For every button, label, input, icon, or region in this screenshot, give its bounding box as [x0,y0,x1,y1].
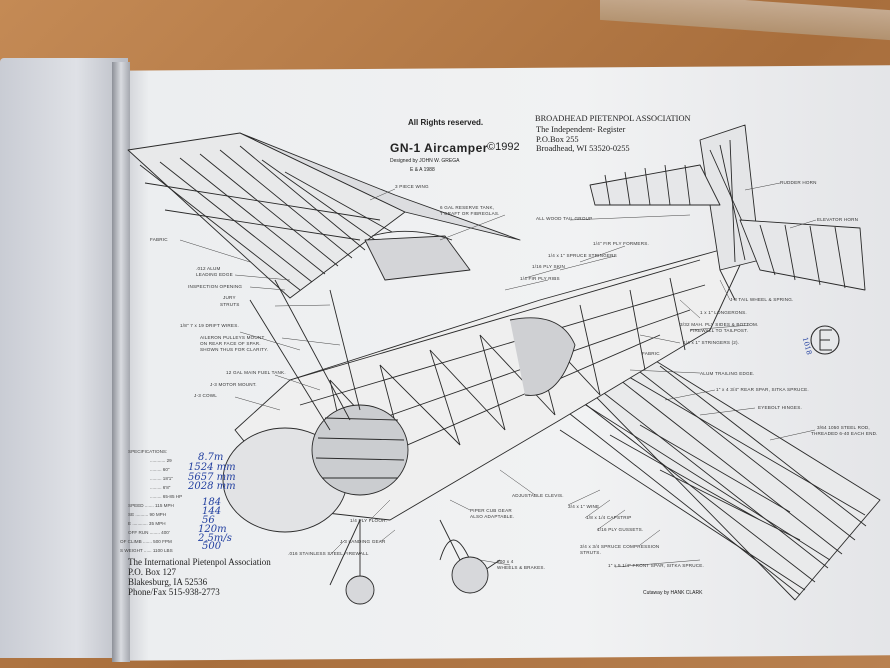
spec-row-label: E ............ 35 MPH [128,521,166,526]
callout-gussets: 1/16 PLY GUSSETS. [597,527,644,532]
callout-wheels: 800 x 4 [497,559,514,564]
callout-fabric: FABRIC [150,237,168,242]
callout-compression: 3/4 x 3/4 SPRUCE COMPRESSION [580,544,660,549]
callout-trailing-edge: ALUM TRAILING EDGE. [700,371,755,376]
footer-line4: Phone/Fax 515-938-2773 [128,587,220,597]
association-line2: The Independent- Register [536,125,626,134]
callout-motor-mount: J-3 MOTOR MOUNT. [210,382,257,387]
drawn-credit: E & A 1988 [410,167,435,173]
callout-firewall-tailpost: FIREWALL TO TAILPOST. [690,328,749,333]
spec-row-hand: 2,5m/s [198,533,232,544]
drawing-title: GN-1 Aircamper [390,141,488,155]
callout-cub-gear2: ALSO ADAPTABLE. [470,514,515,519]
callout-eyebolt: EYEBOLT HINGES. [758,405,802,410]
spec-row-label: ............ 29 [150,458,172,463]
spec-row-label: ......... 18'1" [150,476,173,481]
callout-jury: JURY [223,295,236,300]
wing-center-section [239,132,521,281]
callout-reserve-tank: 6 GAL RESERVE TANK, [440,205,495,210]
callout-reserve-tank2: T'CRAFT OR FIBREGLAS. [440,211,500,216]
association-line4: Broadhead, WI 53520-0255 [536,144,630,153]
callout-inspection: INSPECTION OPENING [188,284,243,289]
callout-firewall: .016 STAINLESS STEEL FIREWALL [288,551,369,556]
spec-row-label: SPEED ....... 115 MPH [128,503,174,508]
spec-row-label: OF CLIMB ....... 500 FPM [120,539,172,544]
callout-formers: 1/4" FIR PLY FORMERS. [593,241,649,246]
spec-row-label: ......... 6'8" [150,485,171,490]
callout-piece-wing: 3 PIECE WING [395,184,429,189]
callout-aileron3: SHOWN THUS FOR CLARITY. [200,347,269,352]
spec-row-hand: 5657 mm [188,472,236,483]
callout-tail-group: ALL WOOD TAIL GROUP [536,216,593,221]
callout-aluminum: .012 ALUM [196,266,221,271]
tail-group [589,124,866,301]
footer-line2: P.O. Box 127 [128,567,177,577]
callout-wire: 3/4 x 1" WINE [568,504,600,509]
specs-title: SPECIFICATIONS: [128,449,168,454]
spec-row-hand: 120m [198,524,227,535]
callout-main-tank: 12 GAL MAIN FUEL TANK. [226,370,286,375]
callout-steel-rod: 3/64 1050 STEEL ROD, [817,425,870,430]
callout-front-spar: 1" x 5 1/4" FRONT SPAR, SITKA SPRUCE. [608,563,705,568]
callout-longerons: 1 x 1" LONGERONS. [700,310,747,315]
footer-name: The International Pietenpol Association [128,557,271,567]
courtesy-credit: Cutaway by HANK CLARK [643,590,703,596]
footer-line3: Blakesburg, IA 52536 [128,577,208,587]
callout-rudder-horn: RUDDER HORN [780,180,817,185]
callout-cub-gear: PIPER CUB GEAR [470,508,512,513]
designer-credit: Designed by JOHN W. GREGA [390,158,460,164]
callout-drift-wires: 1/8" 7 x 19 DRIFT WIRES. [180,323,239,328]
callout-tail-wheel: J-3 TAIL WHEEL & SPRING. [730,297,794,302]
callout-struts: STRUTS [220,302,240,307]
binding-spine [112,62,130,662]
callout-wheels2: WHEELS & BRAKES. [497,565,546,570]
association-line3: P.O.Box 255 [536,135,579,144]
association-name: BROADHEAD PIETENPOL ASSOCIATION [535,114,691,123]
spec-row-label: SE .......... 90 MPH [128,512,167,517]
callout-leaders [179,182,817,568]
spec-row-hand: 56 [202,515,215,526]
spec-row-label: OFF RUN ........ 400' [128,530,170,535]
spec-row-hand: 8.7m [198,452,224,463]
callout-stringers2: 1/4 x 1" STRINGERS (2). [683,340,740,345]
callout-fabric2: FABRIC [642,351,660,356]
callout-capstrip: 1/8 x 1/4 CAPSTRIP [586,515,632,520]
spec-row-label: ......... 60" [150,467,170,472]
spec-row-label: ......... 65-85 HP [150,494,183,499]
callout-clevis: ADJUSTABLE CLEVIS. [512,493,564,498]
callout-ply-ribs: 1/4 FIR PLY RIBS [520,276,560,281]
spec-row-hand: 144 [202,506,222,517]
struts-gear [249,279,501,605]
spec-row-hand: 184 [202,497,222,508]
copyright-mark: ©1992 [487,141,520,153]
callout-compression2: STRUTS. [580,550,602,555]
rights-notice: All Rights reserved. [408,118,484,127]
spec-row-label: S WEIGHT ...... 1100 LBS [120,548,173,553]
spec-row-hand: 500 [202,541,222,552]
callout-rear-spar: 1" x 4 3/4" REAR SPAR, SITKA SPRUCE. [716,387,809,392]
callout-elevator-horn: ELEVATOR HORN [817,217,859,222]
monogram-logo [810,325,840,355]
wing-left-panel [127,132,406,299]
callout-aileron1: AILERON PULLEYS MOUNT [200,335,265,340]
callout-cowl: J-3 COWL [194,393,218,398]
left-page [0,58,128,658]
spec-row-hand: 2028 mm [188,481,236,492]
callout-landing-gear: J-3 LANDING GEAR [340,539,386,544]
callout-ply-sides: 3/32 MAH. PLY SIDES & BOTTOM. [680,322,759,327]
callout-ply-skin: 1/16 PLY SKIN [532,264,566,269]
callout-threaded: THREADED 6-40 EACH END. [811,431,878,436]
engine-cowl [222,404,471,561]
callout-aileron2: ON REAR FACE OF SPAR. [200,341,261,346]
callout-floor: 1/4 PLY FLOOR. [350,518,388,523]
callout-stringers: 1/4 x 1" SPRUCE STRINGERS [548,253,617,258]
spec-row-hand: 1524 mm [188,462,236,473]
callout-leading-edge: LEADING EDGE [196,272,233,277]
